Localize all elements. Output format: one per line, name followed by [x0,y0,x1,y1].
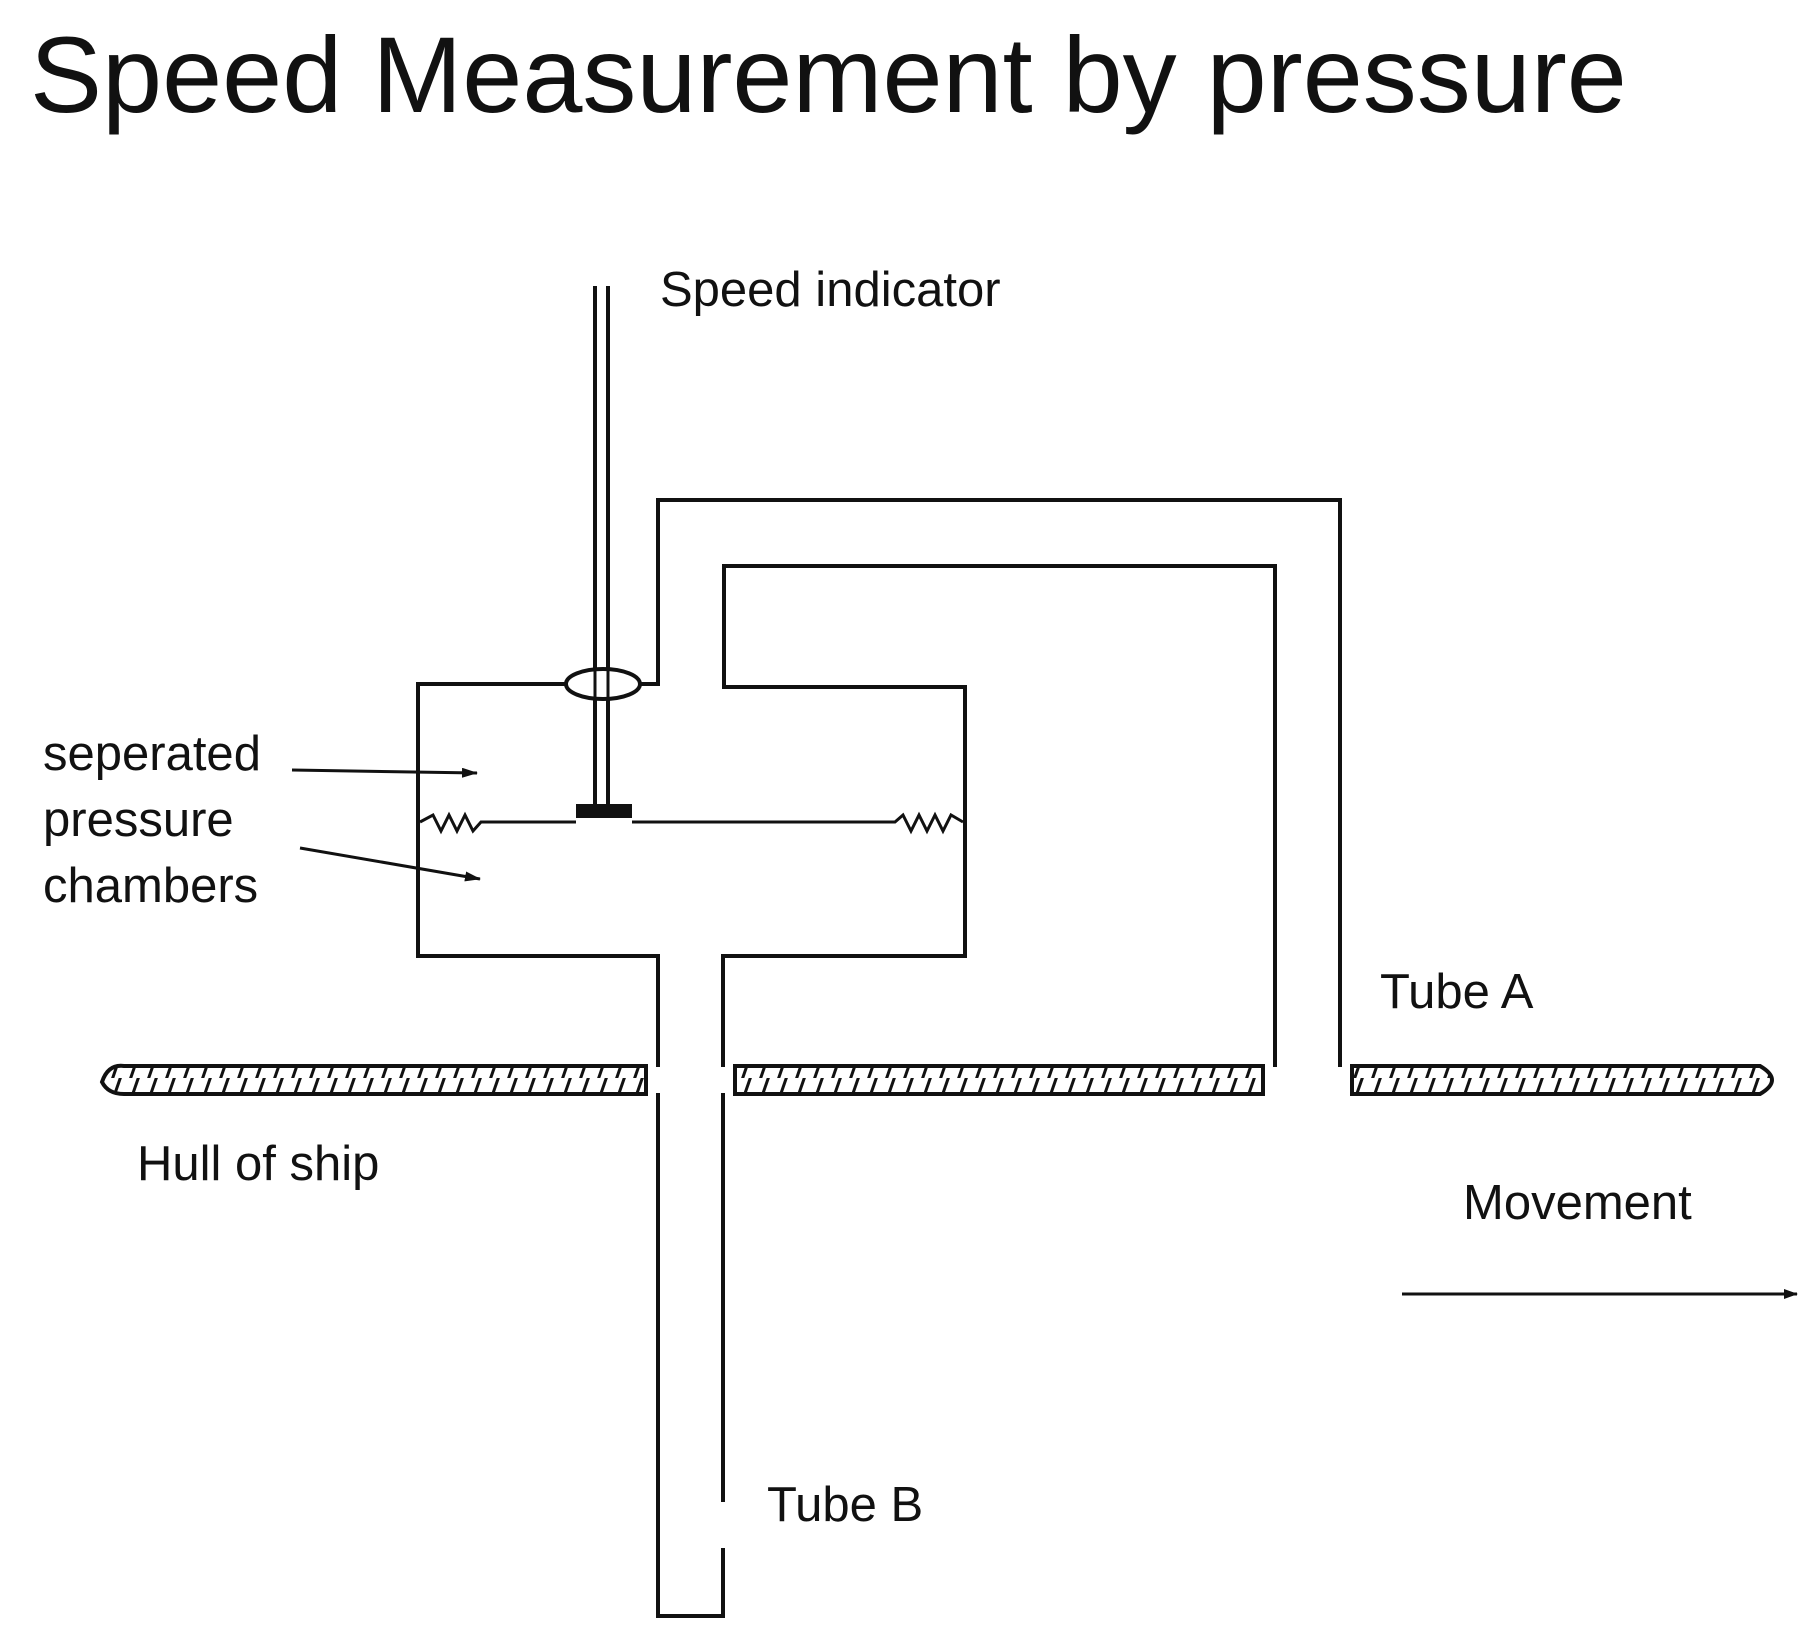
tube-a-label: Tube A [1380,965,1534,1019]
lower-chamber-pointer [299,846,481,882]
chambers-label-line2: pressure [43,793,234,847]
upper-chamber-pointer [291,767,478,778]
speed-indicator-label: Speed indicator [660,263,1001,317]
tube-b-label: Tube B [767,1478,923,1532]
hull-label: Hull of ship [137,1137,379,1191]
chambers-label-line1: seperated [43,727,261,781]
speed-indicator-shaft [564,286,642,818]
pressure-chamber [416,498,1342,1618]
diaphragm [419,811,964,835]
pressure-chambers-label: seperated pressure chambers [43,727,261,913]
chambers-label-line3: chambers [43,859,258,913]
hull-plate [99,1063,1774,1096]
movement-label: Movement [1463,1176,1692,1230]
page-title: Speed Measurement by pressure [30,14,1627,135]
